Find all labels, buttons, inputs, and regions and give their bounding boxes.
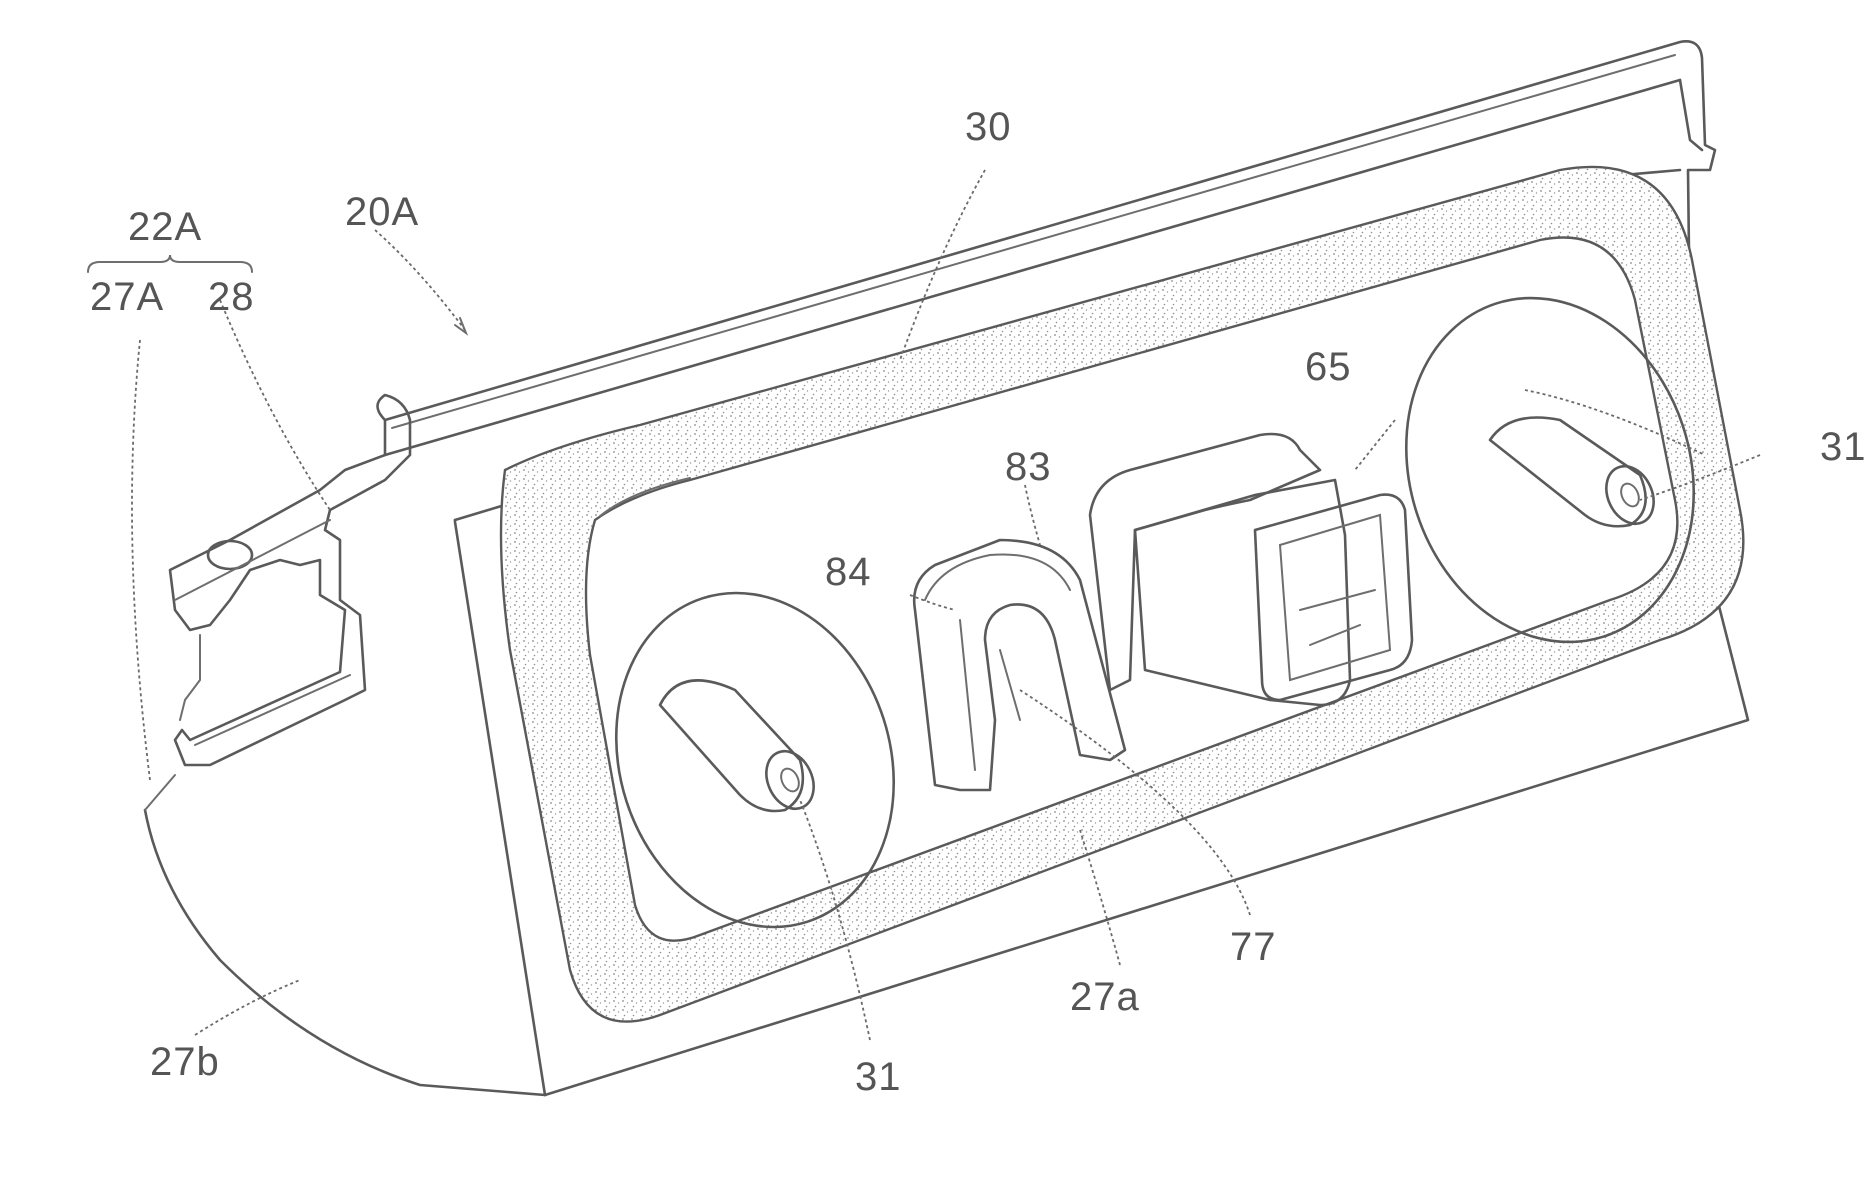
label-31-right: 31: [1820, 425, 1867, 469]
connector: [1090, 434, 1412, 705]
label-84: 84: [825, 550, 872, 594]
label-77: 77: [1230, 925, 1277, 969]
leader-lines: [132, 170, 1760, 1040]
label-20A: 20A: [345, 190, 419, 234]
label-31-left: 31: [855, 1055, 902, 1099]
reference-labels: 22A 27A 28 20A 30 31 65 83 84 77 27a 31 …: [90, 105, 1867, 1099]
group-brace: [88, 255, 252, 272]
label-27b: 27b: [150, 1040, 220, 1084]
clip: [914, 540, 1125, 790]
label-27a: 27a: [1070, 975, 1140, 1019]
label-83: 83: [1005, 445, 1052, 489]
bracket: [170, 395, 410, 765]
label-27A: 27A: [90, 275, 164, 319]
label-22A: 22A: [128, 205, 202, 249]
label-30: 30: [965, 105, 1012, 149]
label-65: 65: [1305, 345, 1352, 389]
label-28: 28: [208, 275, 255, 319]
